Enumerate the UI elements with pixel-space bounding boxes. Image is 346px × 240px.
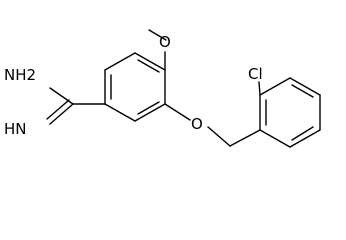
ether-ring-bond <box>164 103 191 121</box>
amine-bond <box>49 87 74 105</box>
methoxy-oxygen-label: O <box>159 33 171 51</box>
ether-oxygen-label: O <box>191 115 203 133</box>
ring-right-double-3 <box>291 126 314 141</box>
ring-right-bond-5 <box>289 129 321 148</box>
amine-label: NH2 <box>4 66 36 84</box>
ether-ch2-bond <box>207 126 231 147</box>
ring-left-double-2 <box>137 101 160 115</box>
structure-canvas: NH2 HN O O Cl <box>4 29 321 148</box>
benzene-ring-right <box>259 77 321 148</box>
imine-label: HN <box>4 120 27 138</box>
chlorine-label: Cl <box>248 65 263 83</box>
amidine-group <box>46 87 106 125</box>
ring-left-bond-2 <box>134 52 166 71</box>
ring-right-bond-6 <box>259 129 291 148</box>
methoxy-group <box>148 29 167 71</box>
ring-left-double-1 <box>137 59 160 73</box>
ring-left-bond-5 <box>104 103 136 122</box>
imine-bond-1 <box>49 103 74 125</box>
ring-left-bond-1 <box>104 52 136 71</box>
ring-right-bond-2 <box>259 77 291 96</box>
methoxy-methyl-bond <box>148 29 167 41</box>
ring-right-bond-3 <box>289 77 321 96</box>
benzene-ring-left <box>104 52 166 122</box>
chemical-structure-diagram: NH2 HN O O Cl <box>4 29 321 148</box>
ether-linker <box>164 103 261 147</box>
ring-left-bond-4 <box>134 103 166 122</box>
ring-right-double-2 <box>291 84 314 98</box>
ch2-ring-bond <box>229 129 261 147</box>
imine-bond-2 <box>46 99 70 120</box>
chloro-bond <box>258 81 261 96</box>
